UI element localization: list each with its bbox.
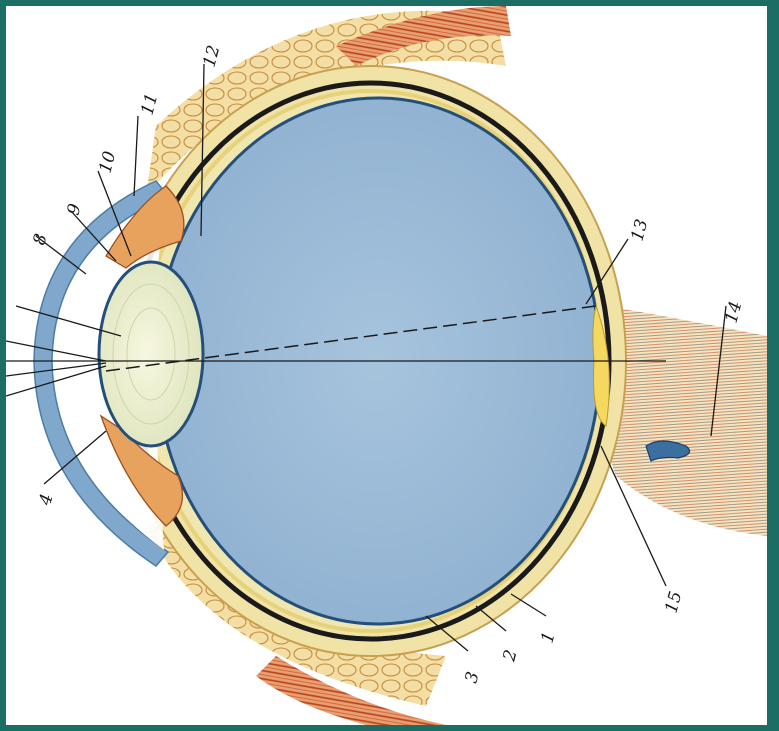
leader-11: [134, 116, 138, 196]
label-9: 9: [64, 201, 86, 217]
label-2: 2: [499, 648, 521, 665]
diagram-frame: 1 2 3 4 8 9 10 11 12 13 14 15: [6, 6, 767, 725]
label-1: 1: [538, 630, 560, 646]
label-11: 11: [138, 91, 163, 117]
label-8: 8: [30, 231, 52, 247]
label-13: 13: [628, 217, 653, 243]
label-3: 3: [462, 670, 484, 686]
label-12: 12: [200, 43, 225, 69]
eye-cross-section-illustration: 1 2 3 4 8 9 10 11 12 13 14 15: [6, 6, 767, 725]
label-4: 4: [35, 492, 57, 509]
label-10: 10: [96, 149, 121, 175]
lens: [99, 262, 203, 446]
label-15: 15: [662, 589, 687, 615]
label-14: 14: [722, 299, 747, 325]
leader-1: [511, 594, 546, 616]
